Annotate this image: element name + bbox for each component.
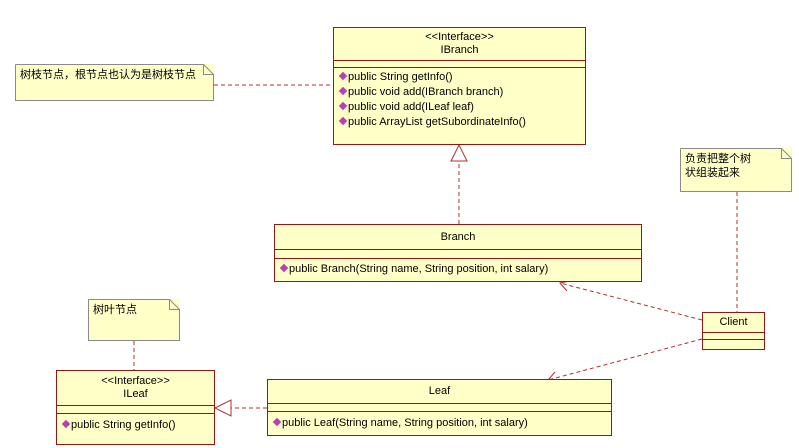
public-operation-icon [279,263,289,273]
public-operation-icon [338,71,348,81]
dependency-arrowhead-branch [559,280,571,292]
leaf-name: Leaf [428,385,451,397]
ibranch-name: IBranch [440,44,479,56]
ileaf-attributes [57,406,214,414]
leaf-operations: public Leaf(String name, String position… [268,412,611,431]
dependency-client-leaf [547,338,703,381]
dependency-client-branch [559,282,703,321]
client-class[interactable]: Client [702,312,765,350]
ibranch-operation: public void add(IBranch branch) [338,85,585,100]
public-operation-icon [272,417,282,427]
ibranch-operation: public void add(ILeaf leaf) [338,100,585,115]
ibranch-class[interactable]: <<Interface>> IBranch public String getI… [333,27,586,145]
ileaf-operation: public String getInfo() [61,418,214,433]
ileaf-stereotype: <<Interface>> [101,375,170,387]
ibranch-operation: public ArrayList getSubordinateInfo() [338,115,585,130]
ibranch-operation: public String getInfo() [338,70,585,85]
leaf-note[interactable]: 树叶节点 [88,299,180,341]
leaf-note-text: 树叶节点 [93,304,137,316]
realization-arrowhead-ileaf [213,399,232,417]
branch-header: Branch [275,225,641,250]
note-outline [15,64,214,101]
public-operation-icon [338,86,348,96]
leaf-operation: public Leaf(String name, String position… [272,416,611,431]
client-attributes [703,333,764,340]
note-outline [88,299,180,341]
client-name: Client [719,316,748,328]
branch-name: Branch [440,231,476,243]
client-note[interactable]: 负责把整个树状组装起来 [680,148,792,192]
ibranch-header: <<Interface>> IBranch [334,28,585,61]
branch-class[interactable]: Branch public Branch(String name, String… [274,224,642,282]
ileaf-class[interactable]: <<Interface>> ILeaf public String getInf… [56,370,215,445]
branch-attributes [275,250,641,259]
client-note-text: 负责把整个树状组装起来 [685,153,751,179]
ileaf-operations: public String getInfo() [57,414,214,433]
ibranch-attributes [334,61,585,68]
branch-operation: public Branch(String name, String positi… [279,262,641,277]
branch-note[interactable]: 树枝节点，根节点也认为是树枝节点 [15,64,214,101]
note-outline [680,148,792,192]
public-operation-icon [338,116,348,126]
public-operation-icon [338,101,348,111]
ibranch-stereotype: <<Interface>> [425,31,494,43]
leaf-header: Leaf [268,380,611,404]
ibranch-operations: public String getInfo() public void add(… [334,68,585,130]
client-header: Client [703,313,764,333]
public-operation-icon [61,419,71,429]
ileaf-name: ILeaf [123,388,148,400]
realization-arrowhead-ibranch [450,143,468,162]
branch-operations: public Branch(String name, String positi… [275,259,641,277]
leaf-class[interactable]: Leaf public Leaf(String name, String pos… [267,379,612,436]
branch-note-text: 树枝节点，根节点也认为是树枝节点 [20,69,196,81]
leaf-attributes [268,404,611,412]
ileaf-header: <<Interface>> ILeaf [57,371,214,406]
